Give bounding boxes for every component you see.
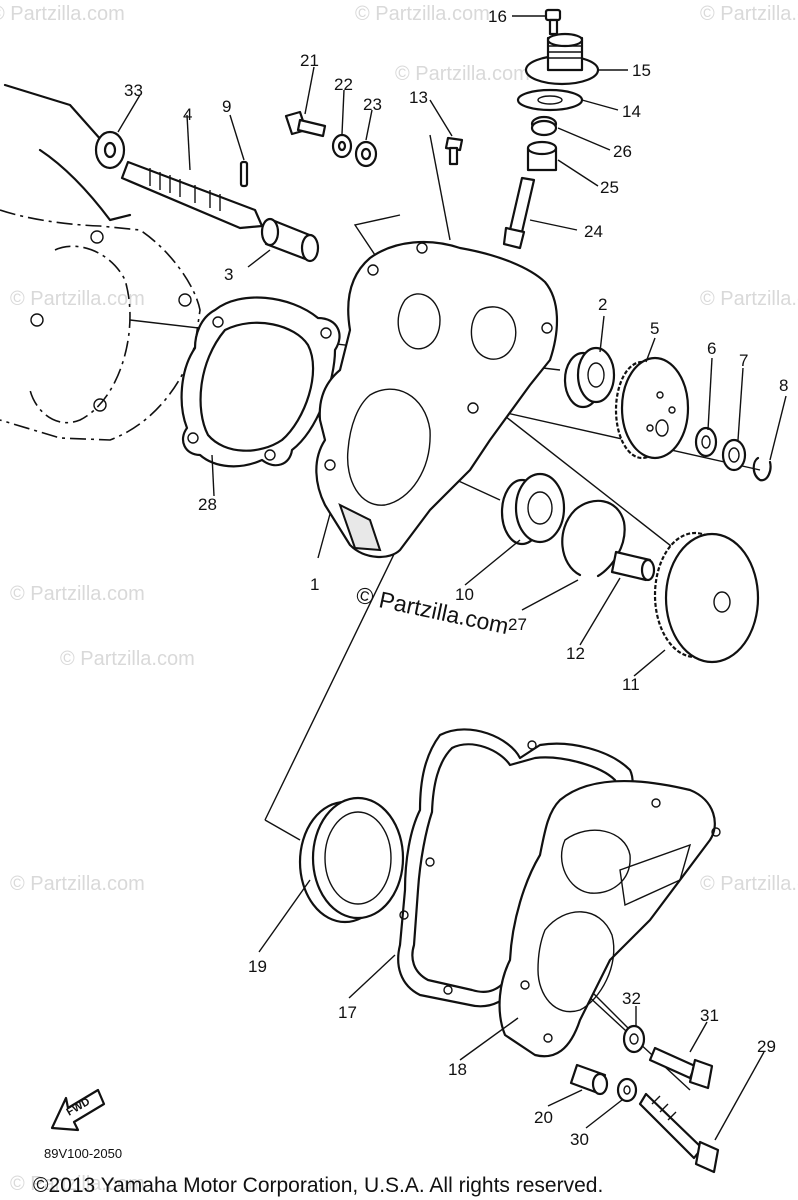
callout-23: 23 bbox=[363, 95, 382, 114]
callout-numbers: 1 2 3 4 5 6 7 8 9 10 11 12 13 14 15 16 1… bbox=[124, 7, 788, 1149]
part-screw-13 bbox=[444, 136, 464, 166]
callout-22: 22 bbox=[334, 75, 353, 94]
callout-21: 21 bbox=[300, 51, 319, 70]
callout-1: 1 bbox=[310, 575, 319, 594]
callout-7: 7 bbox=[739, 351, 748, 370]
part-washer-23 bbox=[354, 140, 378, 168]
part-bolt-29 bbox=[638, 1092, 720, 1174]
watermark-text: © Partzilla.com bbox=[355, 3, 490, 25]
callout-32: 32 bbox=[622, 989, 641, 1008]
part-bolt-31 bbox=[648, 1046, 714, 1090]
part-washer-32 bbox=[622, 1024, 646, 1054]
callout-12: 12 bbox=[566, 644, 585, 663]
part-gear-shaft-24 bbox=[502, 176, 536, 250]
callout-leaders bbox=[117, 15, 787, 1141]
copyright-text: ©2013 Yamaha Motor Corporation, U.S.A. A… bbox=[33, 1174, 603, 1197]
callout-11: 11 bbox=[622, 675, 640, 694]
watermark-text: © Partzilla.com bbox=[0, 3, 125, 25]
part-collar-3 bbox=[260, 217, 320, 263]
callout-6: 6 bbox=[707, 339, 716, 358]
part-washer-6 bbox=[694, 426, 718, 458]
part-pin-9 bbox=[239, 160, 249, 188]
part-pin-12 bbox=[610, 550, 656, 582]
callout-26: 26 bbox=[613, 142, 632, 161]
part-washer-33 bbox=[94, 130, 126, 170]
part-circlip-8 bbox=[752, 456, 772, 482]
callout-31: 31 bbox=[700, 1006, 719, 1025]
part-cover-18 bbox=[498, 779, 721, 1058]
callout-24: 24 bbox=[584, 222, 603, 241]
callout-4: 4 bbox=[183, 105, 192, 124]
watermark-text: © Partzilla.com bbox=[10, 1173, 145, 1195]
watermark-text: © Partzilla.com bbox=[60, 648, 195, 670]
callout-3: 3 bbox=[224, 265, 233, 284]
callout-9: 9 bbox=[222, 97, 231, 116]
center-watermark-text: © Partzilla.com bbox=[354, 581, 511, 639]
watermark-text: © Partzilla.com bbox=[700, 3, 798, 25]
callout-19: 19 bbox=[248, 957, 267, 976]
part-bolt-21 bbox=[284, 110, 327, 138]
fwd-arrow-icon: FWD bbox=[50, 1088, 106, 1132]
part-gear-5 bbox=[614, 356, 690, 460]
part-screw-16 bbox=[544, 8, 562, 36]
part-dowel-20 bbox=[569, 1063, 609, 1096]
engine-outline bbox=[0, 83, 201, 441]
diagram-code: 89V100-2050 bbox=[44, 1146, 122, 1161]
callout-25: 25 bbox=[600, 178, 619, 197]
part-seal-26 bbox=[530, 115, 558, 137]
watermark-text: © Partzilla.com bbox=[395, 63, 530, 85]
callout-30: 30 bbox=[570, 1130, 589, 1149]
part-shaft-4 bbox=[120, 160, 264, 230]
part-bushing-25 bbox=[526, 140, 558, 172]
part-washer-30 bbox=[616, 1077, 638, 1103]
callout-28: 28 bbox=[198, 495, 217, 514]
center-watermark: © Partzilla.com bbox=[354, 581, 511, 639]
part-housing-1 bbox=[315, 240, 558, 558]
callout-20: 20 bbox=[534, 1108, 553, 1127]
watermark-layer: © Partzilla.com © Partzilla.com © Partzi… bbox=[0, 3, 798, 1195]
part-washer-7 bbox=[721, 438, 747, 472]
callout-18: 18 bbox=[448, 1060, 467, 1079]
callout-13: 13 bbox=[409, 88, 428, 107]
callout-16: 16 bbox=[488, 7, 507, 26]
callout-14: 14 bbox=[622, 102, 641, 121]
callout-33: 33 bbox=[124, 81, 143, 100]
part-flange-15 bbox=[524, 32, 600, 86]
watermark-text: © Partzilla.com bbox=[700, 873, 798, 895]
callout-5: 5 bbox=[650, 319, 659, 338]
watermark-text: © Partzilla.com bbox=[700, 288, 798, 310]
callout-8: 8 bbox=[779, 376, 788, 395]
watermark-text: © Partzilla.com bbox=[10, 873, 145, 895]
part-gasket-14 bbox=[516, 88, 584, 112]
callout-15: 15 bbox=[632, 61, 651, 80]
watermark-text: © Partzilla.com bbox=[10, 583, 145, 605]
callout-2: 2 bbox=[598, 295, 607, 314]
part-washer-22 bbox=[331, 133, 353, 159]
callout-27: 27 bbox=[508, 615, 527, 634]
part-seal-19 bbox=[298, 796, 405, 924]
part-gear-11 bbox=[653, 531, 760, 664]
callout-10: 10 bbox=[455, 585, 474, 604]
part-bearing-2 bbox=[563, 346, 616, 409]
part-bearing-10 bbox=[500, 472, 566, 546]
watermark-text: © Partzilla.com bbox=[10, 288, 145, 310]
callout-29: 29 bbox=[757, 1037, 776, 1056]
part-gasket-28 bbox=[180, 296, 341, 468]
callout-17: 17 bbox=[338, 1003, 357, 1022]
